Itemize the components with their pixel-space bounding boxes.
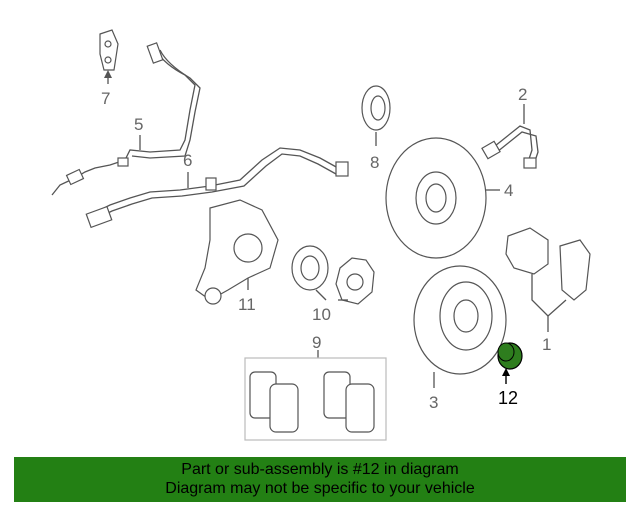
callout-10: 10: [312, 305, 331, 324]
part-9-brake-pads[interactable]: [249, 371, 375, 433]
callout-8: 8: [370, 153, 379, 172]
callout-7: 7: [101, 89, 110, 108]
callout-4: 4: [504, 181, 513, 200]
part-8-seal[interactable]: [361, 85, 391, 131]
callout-3: 3: [429, 393, 438, 412]
parts-diagram: 7 5 6 8 2 4: [51, 29, 591, 441]
callout-2: 2: [518, 85, 527, 104]
callout-11: 11: [238, 295, 256, 314]
arrow-12: [502, 368, 510, 376]
arrow-7: [104, 70, 112, 78]
callout-9: 9: [312, 333, 321, 352]
leader-1: [531, 274, 567, 317]
banner-line-1: Part or sub-assembly is #12 in diagram: [181, 461, 459, 478]
callout-1: 1: [542, 335, 551, 354]
part-7-bracket[interactable]: [99, 29, 119, 71]
callout-5: 5: [134, 115, 143, 134]
part-5-sensor-wire[interactable]: [51, 42, 201, 196]
callout-12: 12: [498, 388, 518, 408]
part-12-dust-cap[interactable]: [497, 342, 523, 370]
callout-6: 6: [183, 151, 192, 170]
info-banner: Part or sub-assembly is #12 in diagram D…: [14, 457, 626, 502]
part-6-brake-hose[interactable]: [85, 147, 349, 229]
banner-line-2: Diagram may not be specific to your vehi…: [165, 480, 475, 497]
part-3-rotor[interactable]: [413, 265, 507, 375]
leader-10a: [315, 289, 327, 301]
part-10-hub-bearing[interactable]: [291, 245, 375, 305]
part-2-brake-line[interactable]: [481, 125, 539, 169]
part-9-box: [244, 357, 387, 441]
part-1-caliper[interactable]: [505, 227, 591, 301]
part-11-knuckle[interactable]: [195, 199, 279, 305]
part-4-rotor-shield[interactable]: [385, 137, 487, 259]
